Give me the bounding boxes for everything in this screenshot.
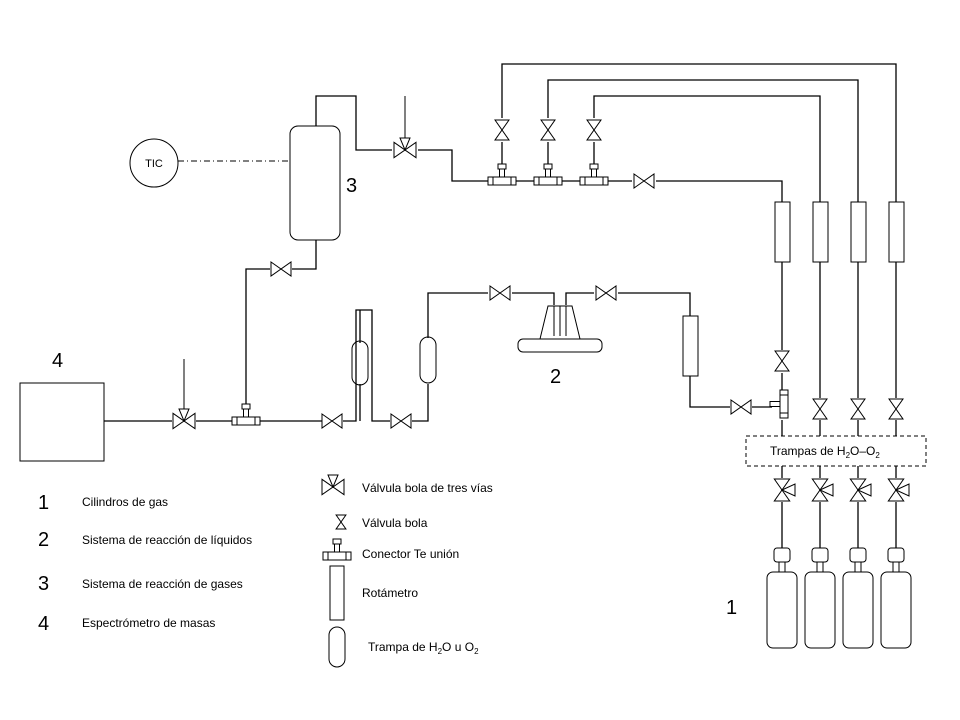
trap-capsule-left xyxy=(351,340,369,386)
symbol-legend-three-way-text: Válvula bola de tres vías xyxy=(362,481,493,495)
legend-num-2: 2 xyxy=(38,529,49,551)
legend-num-4: 4 xyxy=(38,613,49,635)
tee-connector-top-1 xyxy=(487,163,517,186)
three-way-valve-cylinder-4 xyxy=(887,478,910,502)
symbol-legend-ball-text: Válvula bola xyxy=(362,516,428,530)
mass-spectrometer-box xyxy=(19,382,105,462)
rotameter-2 xyxy=(812,201,829,263)
gas-cylinder-1 xyxy=(766,547,798,649)
ball-valve-rotameter-1 xyxy=(774,350,790,372)
ball-valve-top-1 xyxy=(494,119,510,141)
three-way-valve-cylinder-3 xyxy=(849,478,872,502)
label-number-3: 3 xyxy=(346,175,357,197)
ball-valve-reactor-3-inlet xyxy=(270,261,292,277)
label-number-4: 4 xyxy=(52,350,63,372)
legend-text-1: Cilindros de gas xyxy=(82,495,168,509)
tic-label: TIC xyxy=(145,158,163,170)
legend-num-3: 3 xyxy=(38,573,49,595)
rotameter-4 xyxy=(888,201,905,263)
legend-text-2: Sistema de reacción de líquidos xyxy=(82,533,252,547)
tee-connectors xyxy=(231,163,789,561)
gas-cylinder-2 xyxy=(804,547,836,649)
ball-valve-main-line xyxy=(633,173,655,189)
symbol-legend-trap-text: Trampa de H2O u O2 xyxy=(368,640,479,656)
ball-valve-liquid-rotameter xyxy=(730,399,752,415)
tic-controller-circle xyxy=(129,138,179,188)
symbol-legend-ball-icon xyxy=(335,514,347,530)
ball-valve-line-2 xyxy=(812,398,828,420)
ball-valve-liquid-out xyxy=(595,285,617,301)
symbol-legend-tee-icon xyxy=(322,538,352,561)
ball-valve-line-4 xyxy=(888,398,904,420)
rotameter-3 xyxy=(850,201,867,263)
symbol-legend-rotameter-text: Rotámetro xyxy=(362,586,418,600)
legend-text-3: Sistema de reacción de gases xyxy=(82,577,243,591)
tee-connector-liquid-merge xyxy=(769,389,789,419)
three-way-valve-ms xyxy=(172,359,196,430)
symbol-legend-trap-icon xyxy=(328,626,346,668)
symbol-legend-rotameter-icon xyxy=(329,565,345,621)
gas-cylinder-3 xyxy=(842,547,874,649)
ball-valve-top-2 xyxy=(540,119,556,141)
label-number-2: 2 xyxy=(550,366,561,388)
ball-valve-top-3 xyxy=(586,119,602,141)
symbol-legend: Válvula bola de tres vías Válvula bola C… xyxy=(328,481,493,668)
legend-num-1: 1 xyxy=(38,492,49,514)
tee-connector-top-3 xyxy=(579,163,609,186)
traps-box-label: Trampas de H2O–O2 xyxy=(770,444,880,460)
tee-connector-ms-line xyxy=(231,403,261,426)
gas-cylinders xyxy=(766,547,912,649)
symbol-legend-tee-text: Conector Te unión xyxy=(362,547,459,561)
rotameter-liquid-line xyxy=(682,315,699,377)
rotameter-1 xyxy=(774,201,791,263)
three-way-valve-cylinder-2 xyxy=(811,478,834,502)
gas-cylinder-4 xyxy=(880,547,912,649)
symbol-legend-three-way-icon xyxy=(321,474,345,496)
numbered-legend: 1 Cilindros de gas 2 Sistema de reacción… xyxy=(38,492,252,635)
tee-connector-top-2 xyxy=(533,163,563,186)
valves xyxy=(172,96,910,530)
ball-valve-trap-right xyxy=(390,413,412,429)
label-number-1: 1 xyxy=(726,597,737,619)
gas-reactor-vessel xyxy=(289,125,341,241)
trap-capsule-right xyxy=(419,336,437,384)
liquid-reactor xyxy=(517,305,603,353)
legend-text-4: Espectrómetro de masas xyxy=(82,616,215,630)
ball-valve-liquid-in xyxy=(489,285,511,301)
three-way-valve-reactor-3 xyxy=(393,96,417,159)
ball-valve-trap-left xyxy=(321,413,343,429)
ball-valve-line-3 xyxy=(850,398,866,420)
three-way-valve-cylinder-1 xyxy=(773,478,796,502)
